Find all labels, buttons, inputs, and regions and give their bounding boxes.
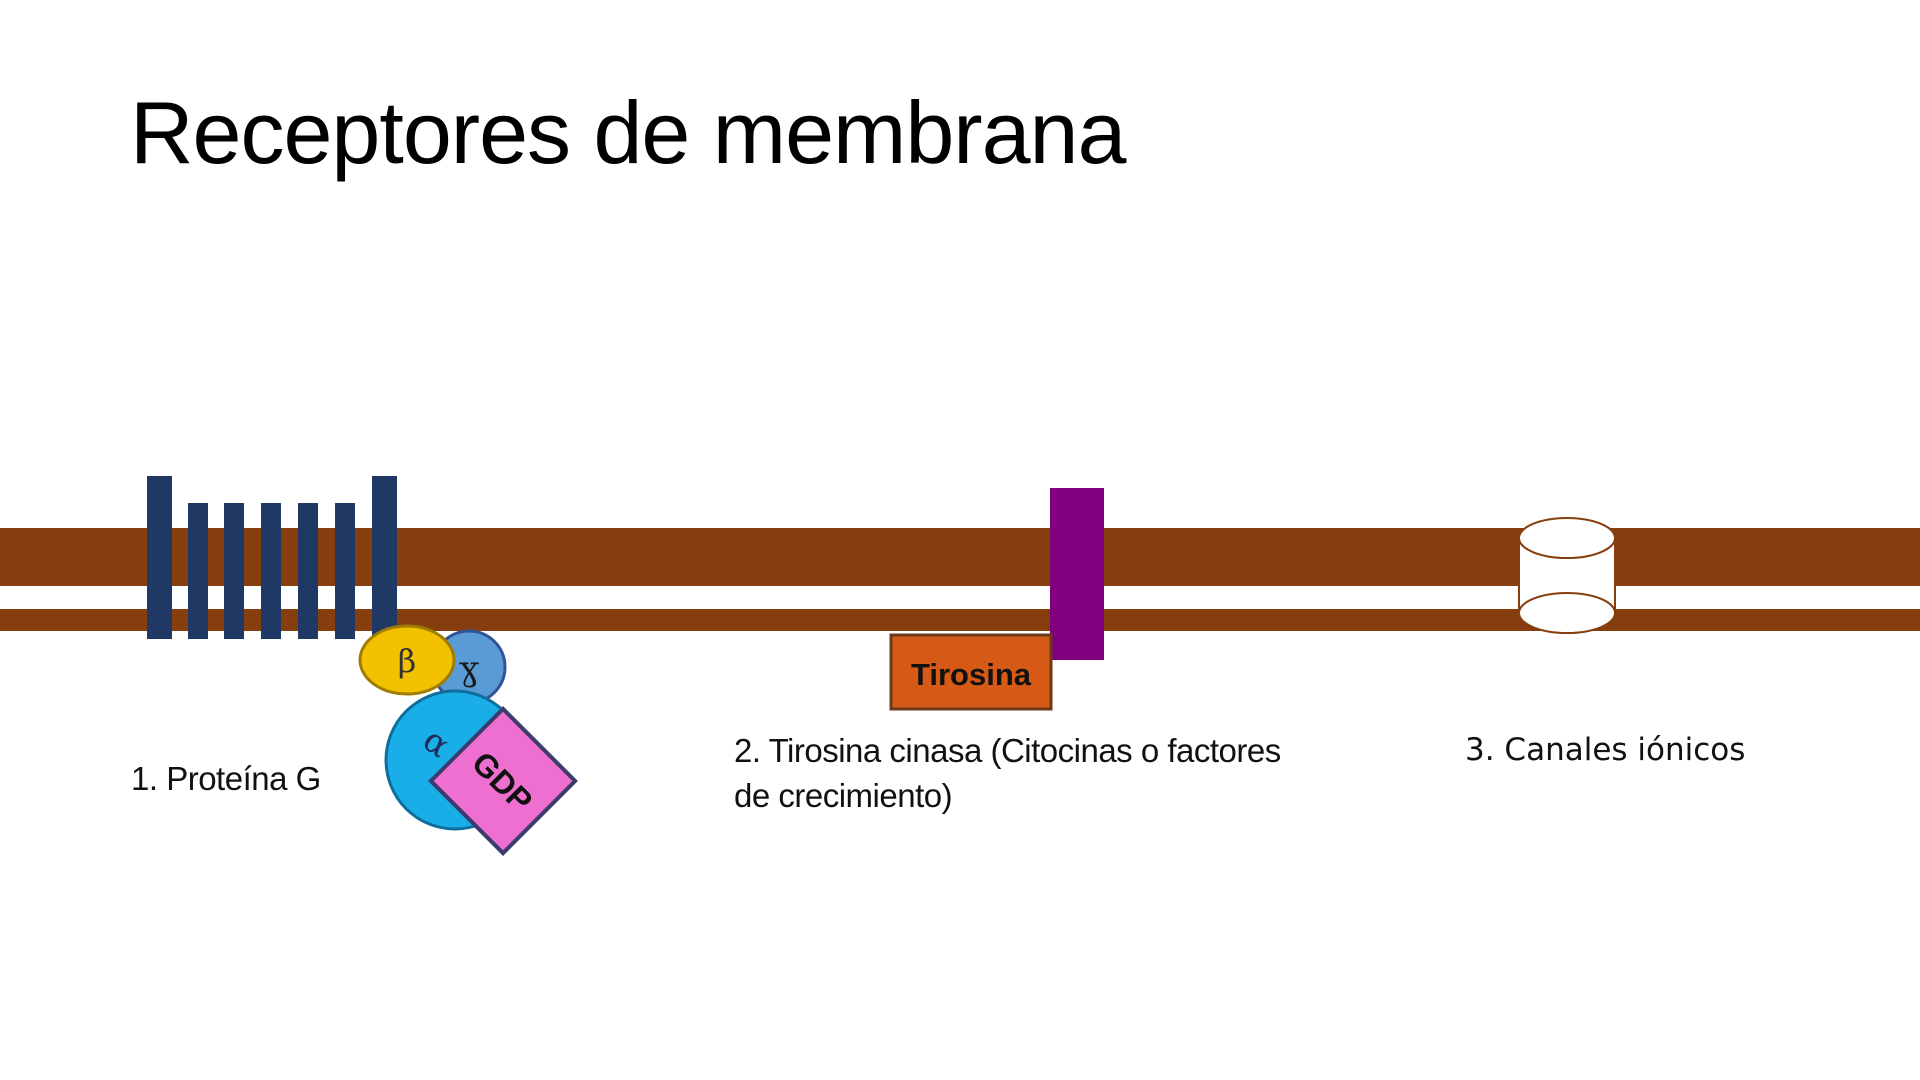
gamma-symbol: ɣ [459, 649, 479, 689]
label-canales-ionicos: 3. Canales iónicos [1465, 732, 1746, 768]
gpcr-helix [261, 503, 281, 639]
gpcr-helix [372, 476, 397, 639]
label-tirosina-cinasa: 2. Tirosina cinasa (Citocinas o factores… [734, 732, 1281, 814]
gdp-molecule: GDP [428, 706, 578, 856]
gpcr-helix [224, 503, 244, 639]
tyrosine-box-label: Tirosina [911, 657, 1032, 692]
membrane-inner-layer [0, 609, 1920, 631]
slide-title: Receptores de membrana [130, 83, 1126, 182]
gpcr-helix [147, 476, 172, 639]
label-proteina-g: 1. Proteína G [131, 760, 321, 797]
ion-channel [1518, 517, 1616, 634]
g-protein-beta: β [358, 624, 456, 696]
gpcr-helix [188, 503, 208, 639]
tyrosine-kinase-receptor [1050, 488, 1104, 660]
tyrosine-box: Tirosina [889, 633, 1053, 711]
gpcr-helix [298, 503, 318, 639]
membrane-outer-layer [0, 528, 1920, 586]
gpcr-helix [335, 503, 355, 639]
gpcr-receptor [147, 476, 397, 639]
beta-symbol: β [398, 642, 417, 680]
